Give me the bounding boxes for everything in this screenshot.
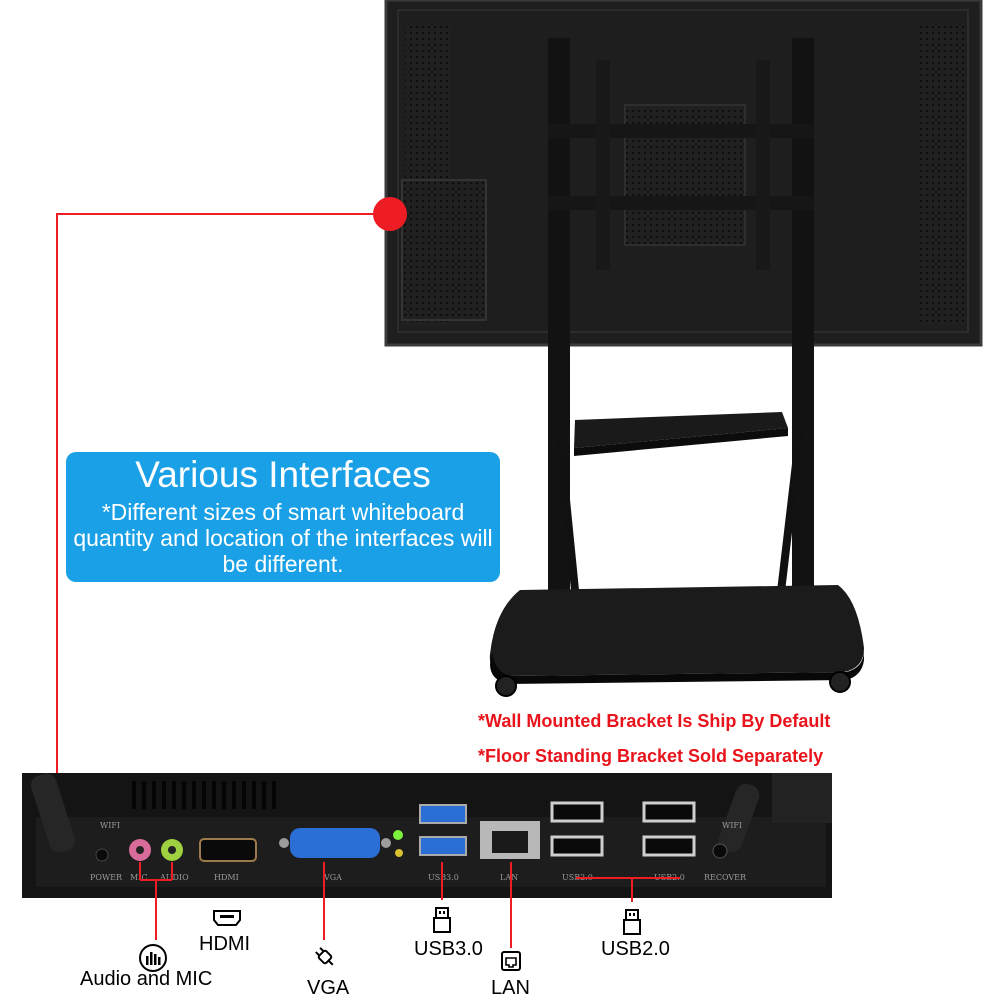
label-lan: LAN [491,977,530,999]
hdmi-port [199,838,257,862]
usb2-port [642,835,696,857]
power-button [95,848,109,862]
silk-mic: MIC [130,873,148,882]
stand-shelf [574,412,788,448]
silk-lan: LAN [500,873,519,882]
port-leader-lines [139,862,680,948]
label-usb2: USB2.0 [601,938,670,960]
various-interfaces-callout: Various Interfaces *Different sizes of s… [66,452,500,582]
note-floor-standing: *Floor Standing Bracket Sold Separately [478,746,824,766]
lan-icon [501,951,521,971]
callout-title: Various Interfaces [135,454,431,495]
usb3-port [419,836,467,856]
usb2-port [550,801,604,823]
silk-recover: RECOVER [704,873,747,882]
mount-bar-top [548,124,814,138]
silk-wifi-left: WIFI [100,821,121,830]
label-usb3: USB3.0 [414,938,483,960]
silk-audio: AUDIO [160,873,189,882]
power-led [393,830,403,840]
note-wall-mounted: *Wall Mounted Bracket Is Ship By Default [478,711,831,731]
usb-icon [623,909,641,935]
label-hdmi: HDMI [199,933,251,955]
hdmi-icon [213,910,241,926]
silk-power: POWER [90,873,123,882]
silk-usb3: USB3.0 [428,873,459,882]
audio-icon [139,944,167,972]
stand-pole-right [792,38,814,658]
label-vga: VGA [307,977,350,999]
callout-description: *Different sizes of smart whiteboard qua… [73,499,493,577]
vga-plug-icon [315,947,334,966]
whiteboard-stand-illustration [384,0,983,697]
connector-line [52,197,407,783]
label-audio-mic: Audio and MIC [80,968,213,990]
mount-bar-bottom [548,196,814,210]
speaker-grille [920,25,965,325]
caster-wheel [495,675,517,697]
interface-compartment [401,179,487,321]
wifi-antenna-left [30,773,76,853]
usb2-port [642,801,696,823]
caster-wheel [829,671,851,693]
connector-dot [373,197,407,231]
usb2-port [550,835,604,857]
wifi-antenna-right [718,783,760,853]
interface-panel: WIFI POWER MIC AUDIO HDMI VGA USB3.0 LAN… [22,773,832,898]
vent-slots [132,781,276,809]
stand-base [489,585,864,676]
usb-icon [433,907,451,933]
silk-hdmi: HDMI [214,873,239,882]
silk-vga: VGA [324,873,342,882]
recover-button [712,843,728,859]
silk-wifi-right: WIFI [722,821,743,830]
usb3-port [419,804,467,824]
interface-ports [30,773,832,862]
vga-port [290,828,380,858]
